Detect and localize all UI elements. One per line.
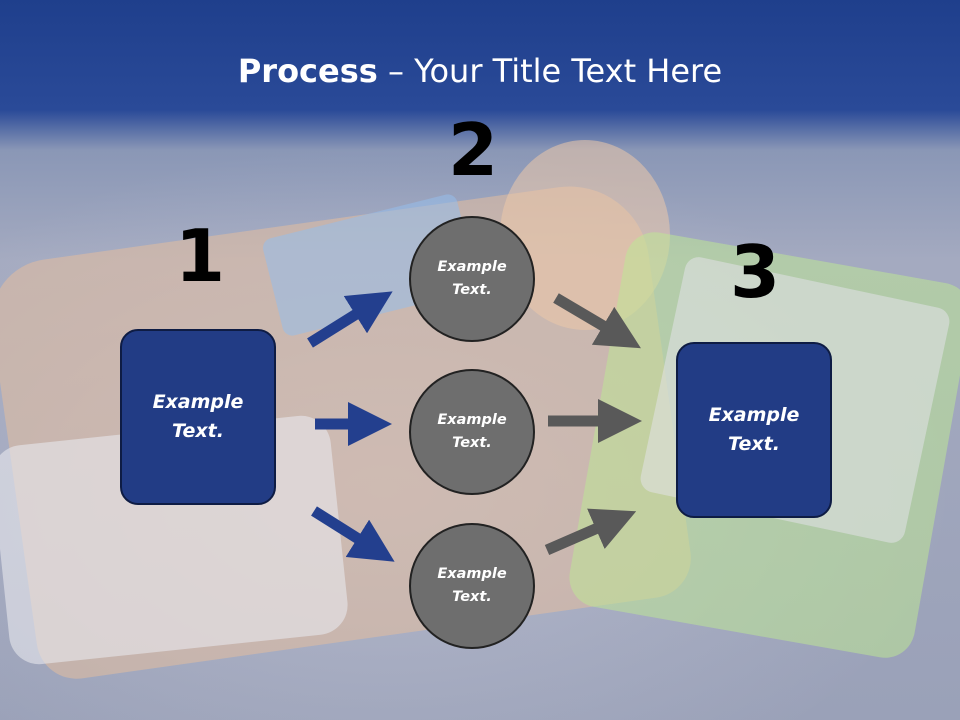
step-2-circle-top[interactable]: Example Text. [409, 216, 535, 342]
slide-title: Process – Your Title Text Here [0, 52, 960, 90]
arrow-down-right-gray [553, 293, 641, 349]
step-number-3: 3 [730, 230, 781, 314]
circle-bottom-text: Example Text. [437, 566, 507, 605]
circle-top-text: Example Text. [437, 259, 507, 298]
title-strong: Process [237, 52, 378, 90]
step-1-box[interactable]: Example Text. [120, 329, 276, 505]
step-3-text: Example Text. [708, 404, 800, 455]
arrow-down-right-blue [311, 506, 395, 562]
step-2-circle-bottom[interactable]: Example Text. [409, 523, 535, 649]
step-number-2: 2 [448, 108, 499, 192]
arrow-up-right-blue [307, 291, 393, 348]
step-number-1: 1 [175, 214, 226, 298]
title-rest: – Your Title Text Here [377, 52, 723, 90]
circle-middle-text: Example Text. [437, 412, 507, 451]
arrow-up-right-gray [544, 508, 637, 556]
step-1-text: Example Text. [152, 391, 244, 442]
step-3-box[interactable]: Example Text. [676, 342, 832, 518]
step-2-circle-middle[interactable]: Example Text. [409, 369, 535, 495]
